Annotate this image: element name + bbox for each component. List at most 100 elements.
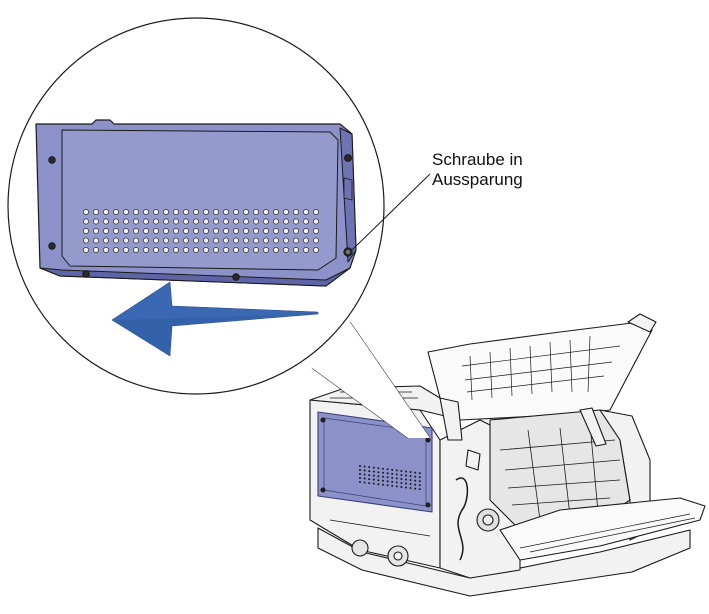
vent-hole (253, 218, 259, 225)
vent-hole (213, 228, 219, 234)
vent-hole (173, 209, 179, 215)
vent-hole (313, 218, 319, 225)
vent-hole (273, 228, 279, 234)
vent-hole (133, 218, 139, 225)
vent-hole (173, 218, 179, 225)
vent-hole (273, 247, 279, 253)
vent-hole (103, 218, 109, 225)
printer-front-tray (499, 497, 706, 561)
vent-hole (372, 482, 375, 485)
vent-hole (203, 237, 209, 244)
screw-icon (48, 242, 56, 250)
vent-hole (395, 481, 398, 484)
vent-hole (359, 481, 361, 483)
vent-hole (377, 471, 380, 474)
vent-hole (391, 468, 394, 471)
vent-hole (93, 247, 99, 253)
vent-hole (203, 218, 209, 225)
vent-hole (103, 237, 109, 244)
vent-hole (113, 237, 119, 244)
vent-hole (303, 247, 309, 253)
vent-hole (113, 247, 119, 253)
screw-icon (82, 270, 90, 278)
vent-hole (243, 209, 249, 215)
vent-hole (143, 247, 149, 253)
screw-icon (425, 437, 431, 443)
vent-hole (213, 247, 219, 253)
vent-hole (233, 218, 239, 225)
vent-hole (193, 218, 199, 225)
vent-hole (153, 218, 159, 225)
vent-hole (293, 247, 299, 253)
vent-hole (363, 481, 366, 484)
vent-hole (223, 237, 229, 244)
vent-hole (133, 247, 139, 253)
vent-hole (183, 247, 189, 253)
vent-hole (243, 237, 249, 244)
vent-hole (163, 218, 169, 225)
vent-hole (173, 228, 179, 234)
vent-hole (359, 465, 361, 467)
vent-hole (183, 209, 189, 215)
vent-hole (418, 484, 421, 487)
label-leader-line (351, 173, 431, 251)
vent-hole (253, 237, 259, 244)
vent-hole (414, 487, 417, 490)
vent-hole (303, 228, 309, 234)
vent-hole (93, 218, 99, 225)
vent-hole (359, 469, 361, 471)
vent-hole (382, 471, 384, 474)
vent-hole (173, 237, 179, 244)
vent-hole (395, 485, 398, 488)
vent-hole (233, 228, 239, 234)
vent-hole (123, 218, 129, 225)
vent-hole (153, 237, 159, 244)
vent-hole (193, 237, 199, 244)
vent-hole (273, 218, 279, 225)
vent-hole (103, 228, 109, 234)
vent-hole (123, 237, 129, 244)
vent-hole (400, 481, 403, 484)
vent-hole (163, 228, 169, 234)
vent-hole (243, 218, 249, 225)
vent-hole (253, 247, 259, 253)
vent-hole (391, 472, 394, 475)
vent-hole (123, 228, 129, 234)
vent-hole (414, 475, 417, 478)
vent-hole (382, 467, 384, 470)
vent-hole (409, 487, 412, 490)
vent-hole (409, 479, 412, 482)
vent-hole (153, 228, 159, 234)
vent-hole (203, 247, 209, 253)
vent-hole (395, 477, 398, 480)
vent-hole (183, 228, 189, 234)
printer-base (317, 527, 691, 597)
screw-icon (320, 417, 326, 423)
vent-hole (93, 237, 99, 244)
vent-hole (93, 228, 99, 234)
vent-hole (313, 247, 319, 253)
vent-hole (400, 469, 403, 472)
vent-hole (418, 480, 421, 483)
vent-hole (368, 474, 371, 477)
vent-hole (368, 470, 371, 473)
vent-hole (395, 469, 398, 472)
vent-hole (103, 209, 109, 215)
vent-hole (263, 209, 269, 215)
vent-hole (143, 237, 149, 244)
vent-hole (83, 218, 89, 225)
vent-hole (386, 472, 389, 475)
vent-hole (363, 465, 366, 468)
vent-hole (372, 466, 375, 469)
vent-hole (363, 469, 366, 472)
vent-hole (143, 228, 149, 234)
vent-hole (405, 478, 407, 481)
vent-hole (183, 237, 189, 244)
vent-hole (409, 483, 412, 486)
vent-hole (293, 237, 299, 244)
vent-hole (359, 473, 361, 475)
vent-hole (359, 477, 361, 479)
vent-hole (368, 466, 371, 469)
vent-hole (233, 209, 239, 215)
